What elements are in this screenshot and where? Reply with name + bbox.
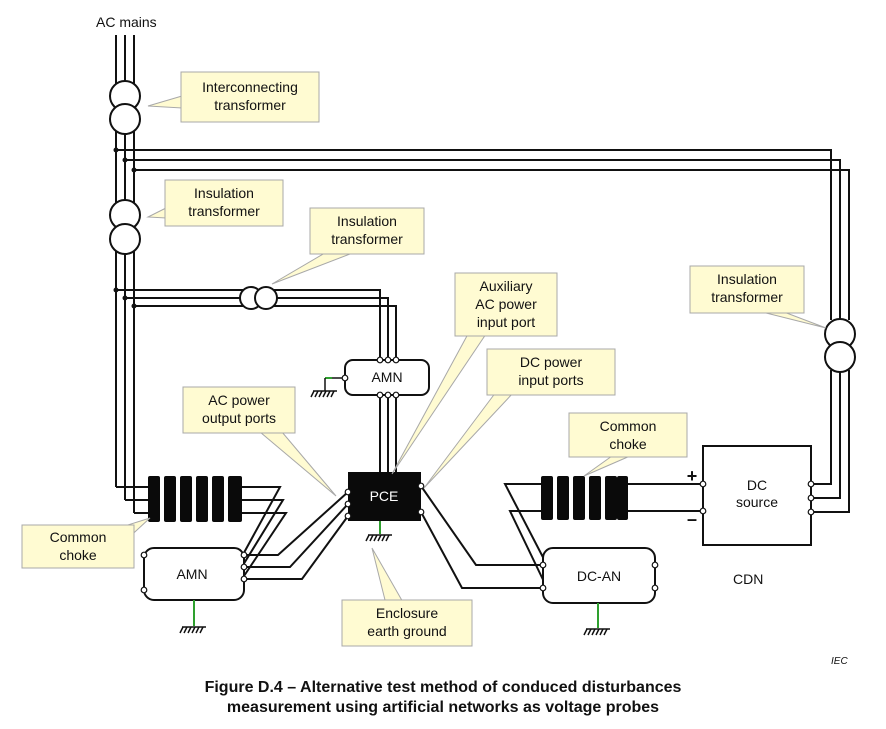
amn-top-label: AMN: [371, 369, 402, 385]
wiring: [113, 35, 850, 589]
callout-enclosure-earth-ground: Enclosure earth ground: [341, 547, 473, 647]
callout-common-choke-left: Common choke: [21, 517, 151, 569]
insulation-transformer-2-line2: transformer: [331, 231, 403, 247]
pce-box: PCE: [348, 472, 421, 521]
common-choke-right-line1: Common: [600, 418, 657, 434]
insulation-transformer-1-line1: Insulation: [194, 185, 254, 201]
ground-symbol-pce: [365, 521, 392, 542]
common-choke-left-line1: Common: [50, 529, 107, 545]
ac-power-output-ports-line2: output ports: [202, 410, 276, 426]
pce-label: PCE: [370, 488, 399, 504]
enclosure-earth-ground-line1: Enclosure: [376, 605, 438, 621]
ground-symbol-dc-an: [583, 603, 610, 636]
ground-symbol-amn-top: [310, 377, 337, 398]
ground-symbol-amn-bottom: [179, 600, 206, 634]
plus-sign: +: [687, 466, 698, 486]
cdn-label: CDN: [733, 571, 763, 587]
callout-interconnecting-transformer: Interconnecting transformer: [147, 71, 320, 123]
auxiliary-ac-port-line1: Auxiliary: [480, 278, 533, 294]
callout-insulation-transformer-3: Insulation transformer: [689, 265, 827, 329]
dc-an-box: DC-AN: [542, 547, 656, 604]
terminals: [140, 356, 815, 594]
common-choke-right-line2: choke: [609, 436, 647, 452]
insulation-transformer-symbol-left: [109, 199, 141, 255]
insulation-transformer-symbol-right: [824, 318, 856, 373]
interconnecting-transformer-symbol: [109, 80, 141, 135]
ac-mains-label: AC mains: [96, 14, 157, 30]
callout-dc-power-ports: DC power input ports: [423, 348, 616, 489]
common-choke-right-symbol: [541, 476, 628, 520]
dc-source-label-2: source: [736, 494, 778, 510]
iec-mark: IEC: [831, 656, 848, 667]
insulation-transformer-3-line2: transformer: [711, 289, 783, 305]
caption-line1: Figure D.4 – Alternative test method of …: [205, 679, 682, 696]
insulation-transformer-3-line1: Insulation: [717, 271, 777, 287]
insulation-transformer-symbol-middle: [239, 286, 278, 310]
minus-sign: –: [687, 509, 697, 529]
callout-insulation-transformer-1: Insulation transformer: [146, 179, 284, 227]
enclosure-earth-ground-line2: earth ground: [367, 623, 446, 639]
ac-power-output-ports-line1: AC power: [208, 392, 270, 408]
insulation-transformer-1-line2: transformer: [188, 203, 260, 219]
insulation-transformer-2-line1: Insulation: [337, 213, 397, 229]
dc-source-box: DC source: [702, 445, 812, 546]
interconnecting-transformer-line1: Interconnecting: [202, 79, 298, 95]
callout-auxiliary-ac-port: Auxiliary AC power input port: [391, 272, 558, 475]
caption-line2: measurement using artificial networks as…: [227, 699, 659, 716]
callout-ac-power-output-ports: AC power output ports: [182, 386, 337, 497]
dc-source-label-1: DC: [747, 477, 767, 493]
dc-power-ports-line2: input ports: [518, 372, 583, 388]
amn-bottom-box: AMN: [143, 547, 245, 601]
common-choke-left-symbol: [148, 476, 242, 522]
dc-an-label: DC-AN: [577, 568, 621, 584]
dc-power-ports-line1: DC power: [520, 354, 583, 370]
callout-common-choke-right: Common choke: [568, 412, 688, 477]
amn-bottom-label: AMN: [176, 566, 207, 582]
auxiliary-ac-port-line3: input port: [477, 314, 535, 330]
callout-insulation-transformer-2: Insulation transformer: [271, 207, 425, 285]
auxiliary-ac-port-line2: AC power: [475, 296, 537, 312]
amn-top-box: AMN: [344, 359, 430, 396]
common-choke-left-line2: choke: [59, 547, 97, 563]
interconnecting-transformer-line2: transformer: [214, 97, 286, 113]
